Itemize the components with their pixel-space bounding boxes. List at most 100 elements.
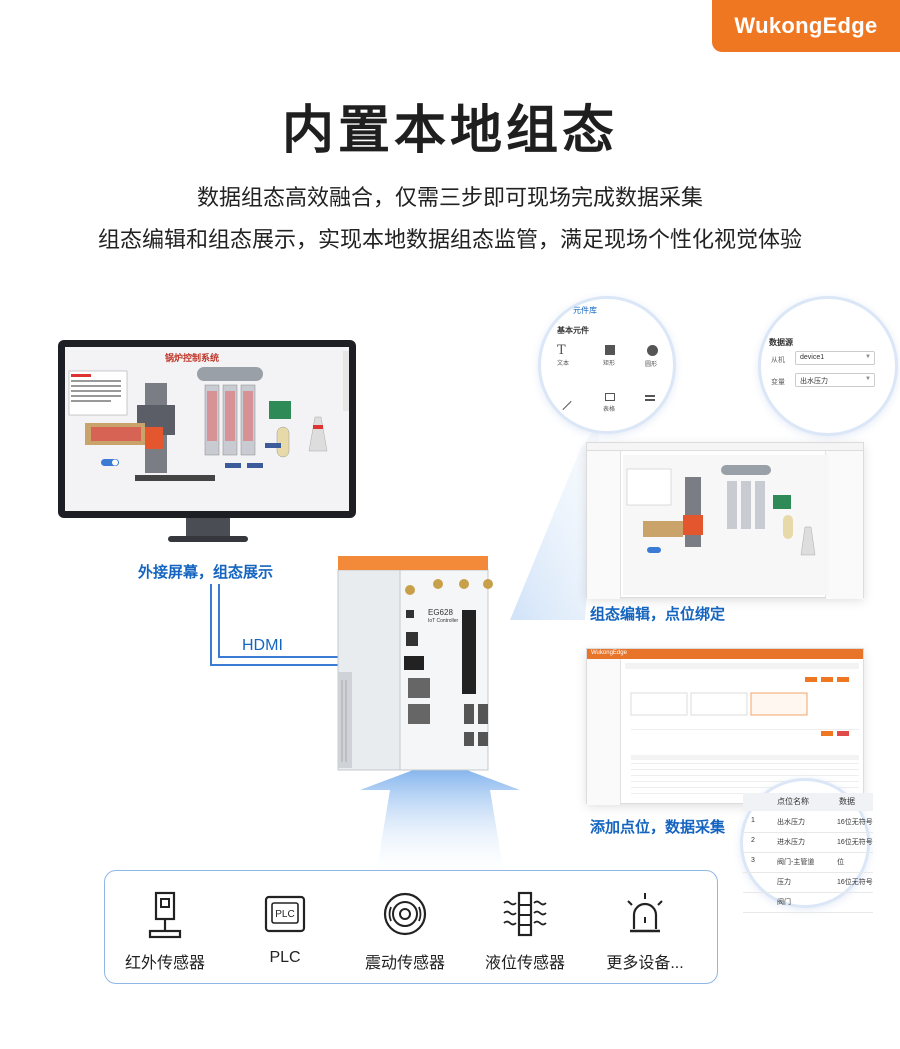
beam-to-panels — [510, 420, 600, 620]
device-more[interactable]: 更多设备... — [585, 871, 705, 985]
editor-panel — [586, 442, 864, 599]
collect-caption: 添加点位，数据采集 — [590, 819, 726, 836]
device-label-more: 更多设备... — [606, 955, 684, 972]
component-more[interactable] — [645, 395, 655, 401]
component-rect-label: 矩形 — [603, 360, 616, 367]
component-table[interactable]: 表格 — [603, 393, 615, 413]
datasource-header: 数据源 — [769, 338, 793, 347]
point-table-row: 1 出水压力 16位无符号 — [743, 813, 873, 833]
beam-from-sensors — [360, 760, 520, 880]
table-icon — [605, 393, 615, 401]
wire-3 — [218, 584, 220, 658]
point-table-zoom: 点位名称 数据 1 出水压力 16位无符号 2 进水压力 16位无符号 3 阀门-主管道 位压力… — [740, 778, 873, 913]
editor-sidebar — [587, 451, 621, 599]
point-table-row: 压力 16位无符号 — [743, 873, 873, 893]
editor-properties — [825, 451, 863, 599]
component-table-label: 表格 — [603, 406, 616, 413]
variable-select-value: 出水压力 — [800, 378, 828, 385]
monitor-screen: 锅炉控制系统 — [65, 347, 349, 511]
col-point-name: 点位名称 — [777, 797, 809, 806]
device-body — [337, 556, 493, 771]
point-cell-type: 16位无符号 — [837, 819, 873, 826]
more-icon — [645, 395, 655, 401]
monitor-neck — [186, 518, 230, 540]
component-library-section: 基本元件 — [557, 326, 589, 335]
component-circle-label: 圆形 — [645, 361, 658, 368]
point-cell-type: 16位无符号 — [837, 839, 873, 846]
field-devices-box: 红外传感器 PLC PLC 震动传感器 — [104, 870, 718, 984]
wire-1 — [210, 584, 212, 666]
collect-app-name: WukongEdge — [591, 650, 627, 656]
point-cell-name: 阀门 — [777, 899, 791, 906]
point-cell-type: 16位无符号 — [837, 879, 873, 886]
component-rect[interactable]: 矩形 — [603, 345, 615, 367]
monitor: 锅炉控制系统 — [58, 340, 356, 518]
collect-topbar: WukongEdge — [587, 649, 863, 659]
editor-toolbar — [587, 443, 863, 451]
svg-text:PLC: PLC — [275, 909, 294, 920]
variable-select[interactable]: 出水压力 ▼ — [795, 373, 875, 387]
slave-select[interactable]: device1 ▼ — [795, 351, 875, 365]
chevron-down-icon: ▼ — [865, 354, 871, 360]
device-label-plc: PLC — [269, 949, 301, 966]
device-vibration: 震动传感器 — [345, 871, 465, 985]
collect-panel: WukongEdge — [586, 648, 864, 805]
slave-select-value: device1 — [800, 354, 825, 361]
point-cell-idx: 2 — [751, 837, 755, 844]
point-cell-type: 位 — [837, 859, 844, 866]
variable-label: 变量 — [771, 379, 785, 386]
point-cell-name: 阀门-主管道 — [777, 859, 815, 866]
text-icon: T — [557, 343, 566, 358]
circle-icon — [647, 345, 658, 356]
subtitle-2: 组态编辑和组态展示，实现本地数据组态监管，满足现场个性化视觉体验 — [97, 227, 802, 252]
point-cell-name: 进水压力 — [777, 839, 805, 846]
point-cell-name: 压力 — [777, 879, 791, 886]
point-table-row: 2 进水压力 16位无符号 — [743, 833, 873, 853]
component-library-header: 元件库 — [573, 306, 597, 315]
device-label-level: 液位传感器 — [484, 955, 565, 972]
col-data-type: 数据 — [839, 797, 855, 806]
component-circle[interactable]: 圆形 — [645, 345, 658, 368]
point-table-header: 点位名称 数据 — [743, 793, 873, 811]
point-cell-idx: 1 — [751, 817, 755, 824]
point-table-row: 3 阀门-主管道 位 — [743, 853, 873, 873]
device-infrared: 红外传感器 — [105, 871, 225, 985]
chevron-down-icon: ▼ — [865, 376, 871, 382]
alarm-light-icon — [627, 893, 663, 933]
point-cell-name: 出水压力 — [777, 819, 805, 826]
editor-canvas — [623, 455, 829, 595]
wire-2 — [210, 664, 438, 666]
monitor-base — [168, 536, 248, 542]
device-label-vibration: 震动传感器 — [364, 955, 445, 972]
collect-sidebar — [587, 659, 621, 805]
page-title: 内置本地组态 — [281, 102, 618, 160]
editor-caption: 组态编辑，点位绑定 — [590, 606, 726, 623]
rect-icon — [605, 345, 615, 355]
slave-label: 从机 — [771, 357, 785, 364]
component-text-label: 文本 — [557, 360, 570, 367]
device-plc: PLC PLC — [225, 871, 345, 985]
vibration-sensor-icon — [383, 892, 427, 936]
infrared-sensor-icon — [148, 891, 182, 939]
point-table-row: 阀门 — [743, 893, 873, 913]
device-model: EG628 — [428, 608, 453, 617]
datasource-zoom: 数据源 从机 device1 ▼ 变量 出水压力 ▼ — [758, 296, 898, 436]
component-line[interactable] — [561, 399, 573, 411]
boiler-diagram — [68, 351, 349, 481]
edge-controller-device: EG628 IoT Controller — [330, 552, 510, 772]
component-text[interactable]: T 文本 — [557, 343, 569, 367]
device-model-sub: IoT Controller — [428, 618, 459, 624]
monitor-caption: 外接屏幕，组态展示 — [138, 564, 274, 581]
screen-title: 锅炉控制系统 — [165, 353, 220, 363]
hdmi-label: HDMI — [242, 637, 283, 654]
brand-badge: WukongEdge — [712, 0, 900, 52]
line-icon — [562, 400, 572, 411]
wire-4 — [218, 656, 438, 658]
device-label-infrared: 红外传感器 — [124, 955, 205, 972]
plc-icon: PLC — [264, 895, 306, 933]
level-sensor-icon — [503, 891, 547, 937]
device-level: 液位传感器 — [465, 871, 585, 985]
component-library-zoom: 元件库 基本元件 T 文本 矩形 圆形 表格 — [538, 296, 676, 434]
subtitle-1: 数据组态高效融合，仅需三步即可现场完成数据采集 — [196, 185, 703, 210]
point-cell-idx: 3 — [751, 857, 755, 864]
